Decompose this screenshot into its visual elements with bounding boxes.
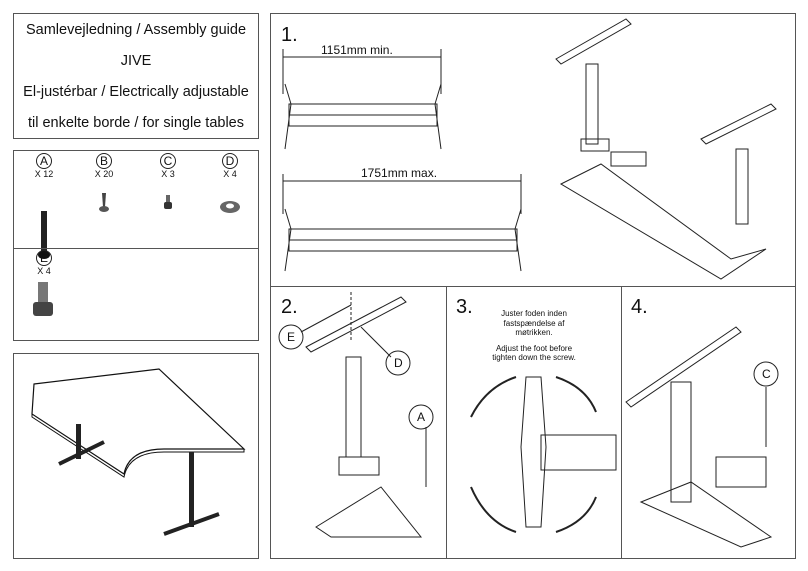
part-qty: X 3: [161, 169, 175, 179]
small-bolt-icon: [164, 195, 172, 209]
note-line: Adjust the foot before: [495, 343, 573, 353]
callout-a: A: [417, 410, 426, 424]
note-line: tighten down the screw.: [492, 353, 576, 362]
part-qty: X 12: [34, 169, 54, 179]
part-letter: E: [36, 250, 52, 266]
desk-drawing: [31, 368, 246, 536]
title-line: El-justérbar / Electrically adjustable: [23, 84, 249, 100]
part-qty: X 4: [223, 169, 237, 179]
part-letter: C: [160, 153, 176, 169]
foot-bolt-icon: [33, 282, 53, 316]
title-box: Samlevejledning / Assembly guide JIVE El…: [13, 13, 259, 139]
frame-drawing-step1: [282, 18, 777, 280]
part-letter: B: [96, 153, 112, 169]
assembly-steps: 1. 1151mm min. 1751mm max. 2. E D A 3. J…: [270, 13, 796, 559]
part-qty: X 20: [94, 169, 114, 179]
screw-icon: [99, 193, 109, 212]
step-3-drawing: [470, 376, 617, 533]
step-4-number: 4.: [631, 296, 648, 318]
product-name: JIVE: [120, 53, 152, 69]
callout-d: D: [394, 356, 403, 370]
step-1-number: 1.: [281, 24, 298, 46]
step-2-number: 2.: [281, 296, 298, 318]
title-line: til enkelte borde / for single tables: [27, 115, 244, 131]
part-letter: D: [222, 153, 238, 169]
divider: [14, 248, 258, 249]
step-2-drawing: [278, 292, 434, 538]
min-length-label: 1151mm min.: [321, 43, 393, 57]
callout-c: C: [762, 367, 771, 381]
callout-e: E: [287, 330, 296, 344]
desk-illustration: [13, 353, 259, 559]
washer-icon: [220, 201, 240, 213]
part-letter: A: [36, 153, 52, 169]
note-line: Juster foden inden: [501, 309, 567, 318]
step-3-number: 3.: [456, 296, 473, 318]
divider: [621, 286, 622, 558]
note-line: fastspændelse af: [503, 318, 565, 328]
divider: [446, 286, 447, 558]
max-length-label: 1751mm max.: [361, 166, 438, 180]
part-qty: X 4: [37, 266, 51, 276]
divider: [271, 286, 795, 287]
title-line: Samlevejledning / Assembly guide: [25, 22, 247, 38]
step-4-drawing: [625, 326, 779, 548]
note-line: møtrikken.: [515, 328, 553, 337]
